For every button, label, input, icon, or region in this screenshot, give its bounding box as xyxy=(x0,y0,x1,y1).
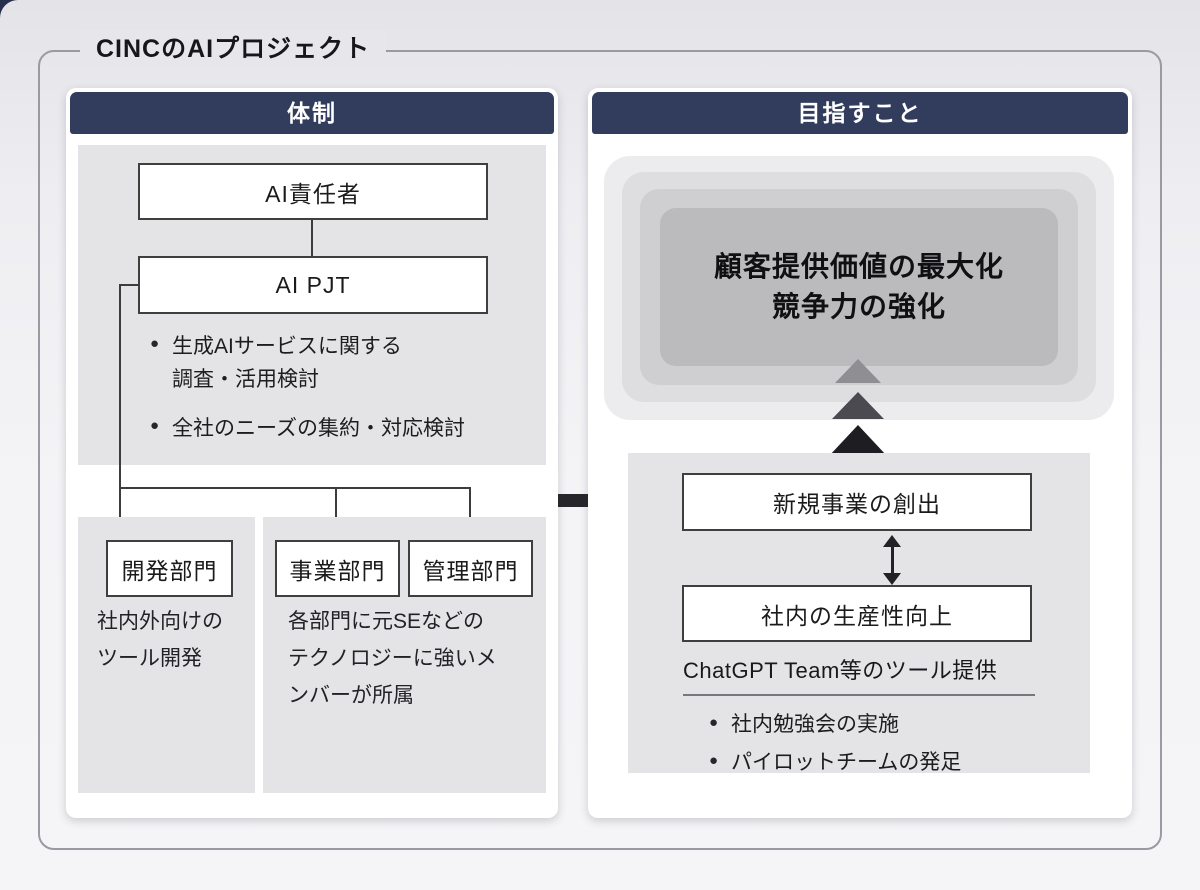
structure-panel-header: 体制 xyxy=(70,92,554,134)
connector-drop-biz xyxy=(335,487,337,541)
list-item: ● 生成AIサービスに関する 調査・活用検討 xyxy=(150,330,540,396)
ascend-triangle-icon xyxy=(835,359,881,383)
list-item: ● パイロットチームの発足 xyxy=(709,747,1035,778)
list-item: ● 社内勉強会の実施 xyxy=(709,709,1035,740)
structure-panel: 体制 AI責任者 AI PJT ● 生成AIサービスに関する 調査・活用検討 ●… xyxy=(66,88,558,818)
bullet-label: パイロットチームの発足 xyxy=(731,751,962,774)
ai-leader-box: AI責任者 xyxy=(138,163,488,220)
biz-mgt-note: 各部門に元SEなどの テクノロジーに強いメ ンバーが所属 xyxy=(288,610,497,707)
dev-department-box: 開発部門 xyxy=(106,540,233,597)
ai-pjt-box: AI PJT xyxy=(138,256,488,314)
tools-section: ChatGPT Team等のツール提供 ● 社内勉強会の実施 ● パイロットチー… xyxy=(683,653,1035,778)
biz-department-box: 事業部門 xyxy=(275,540,400,597)
bullet-icon: ● xyxy=(709,714,719,731)
goals-panel: 目指すこと 顧客提供価値の最大化 競争力の強化 新規事業の創出 社内の生産性向上… xyxy=(588,88,1132,818)
tools-bullet-list: ● 社内勉強会の実施 ● パイロットチームの発足 xyxy=(709,709,1035,778)
goals-panel-header: 目指すこと xyxy=(592,92,1128,134)
tools-heading: ChatGPT Team等のツール提供 xyxy=(683,653,1035,696)
connector-drop-mgt xyxy=(469,487,471,541)
org-chart-block: AI責任者 AI PJT ● 生成AIサービスに関する 調査・活用検討 ● 全社… xyxy=(78,145,546,465)
project-frame xyxy=(38,50,1162,850)
dev-department-block: 開発部門 社内外向けの ツール開発 xyxy=(78,517,255,793)
biz-mgt-department-block: 事業部門 管理部門 各部門に元SEなどの テクノロジーに強いメ ンバーが所属 xyxy=(263,517,546,793)
list-item: ● 全社のニーズの集約・対応検討 xyxy=(150,412,540,445)
goal-ring-inner: 顧客提供価値の最大化 競争力の強化 xyxy=(660,208,1058,366)
connector-pjt-stub xyxy=(119,284,140,286)
new-business-box: 新規事業の創出 xyxy=(682,473,1032,531)
mgt-department-box: 管理部門 xyxy=(408,540,533,597)
bullet-icon: ● xyxy=(150,417,160,434)
bullet-icon: ● xyxy=(150,335,160,352)
double-arrow-icon xyxy=(883,535,901,585)
bullet-label: 生成AIサービスに関する 調査・活用検討 xyxy=(172,335,402,391)
connector-horizontal-bus xyxy=(119,487,471,489)
ascend-triangle-icon xyxy=(829,425,887,456)
connector-leader-to-pjt xyxy=(311,220,313,256)
diagram-title: CINCのAIプロジェクト xyxy=(80,30,387,68)
dev-department-note: 社内外向けの ツール開発 xyxy=(97,610,223,670)
outcomes-block: 新規事業の創出 社内の生産性向上 ChatGPT Team等のツール提供 ● 社… xyxy=(628,453,1090,774)
connector-vertical-trunk xyxy=(119,284,121,541)
productivity-box: 社内の生産性向上 xyxy=(682,585,1032,642)
bullet-label: 全社のニーズの集約・対応検討 xyxy=(172,417,465,440)
bullet-label: 社内勉強会の実施 xyxy=(731,713,899,736)
goal-statement: 顧客提供価値の最大化 競争力の強化 xyxy=(713,251,1004,322)
ai-pjt-bullet-list: ● 生成AIサービスに関する 調査・活用検討 ● 全社のニーズの集約・対応検討 xyxy=(150,330,540,445)
bullet-icon: ● xyxy=(709,752,719,769)
ascend-triangle-icon xyxy=(832,392,884,419)
